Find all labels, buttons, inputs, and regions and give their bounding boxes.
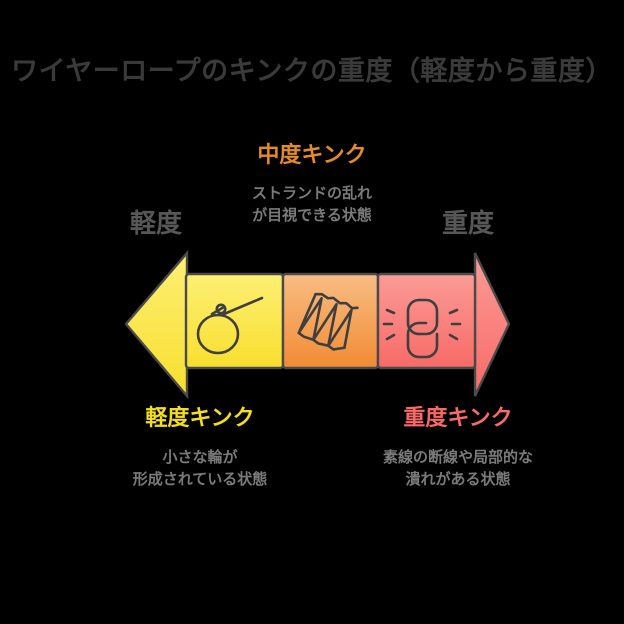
zigzag-strand-icon — [297, 292, 359, 351]
stage-title-mild: 軽度キンク — [145, 406, 255, 431]
stage-description-moderate-line2: が目視できる状態 — [252, 206, 372, 225]
broken-link-icon — [382, 298, 462, 359]
stage-description-mild-line1: 小さな輪が — [162, 448, 238, 467]
stage-box-moderate — [281, 272, 380, 370]
stage-box-mild — [184, 272, 285, 370]
stage-box-severe — [376, 272, 477, 370]
arrow-head-left — [124, 249, 189, 400]
stage-description-moderate: ストランドの乱れ が目視できる状態 — [212, 183, 412, 227]
stage-description-severe-line2: 潰れがある状態 — [405, 470, 511, 489]
stage-description-mild-line2: 形成されている状態 — [132, 470, 268, 489]
scale-left-end-label: 軽度 — [129, 209, 182, 239]
arrow-head-right — [473, 252, 511, 397]
stage-description-severe-line1: 素線の断線や局部的な — [382, 448, 533, 467]
rope-loop-icon — [196, 296, 264, 355]
page-title: ワイヤーロープのキンクの重度（軽度から重度） — [11, 56, 613, 87]
stage-title-moderate: 中度キンク — [257, 143, 367, 168]
stage-label-severe: 重度キンク 素線の断線や局部的な 潰れがある状態 — [348, 406, 568, 491]
stage-description-mild: 小さな輪が 形成されている状態 — [100, 447, 300, 491]
stage-label-mild: 軽度キンク 小さな輪が 形成されている状態 — [100, 406, 300, 491]
scale-right-end-label: 重度 — [441, 209, 494, 239]
stage-description-moderate-line1: ストランドの乱れ — [251, 184, 372, 203]
stage-title-severe: 重度キンク — [403, 406, 513, 431]
stage-label-moderate: 中度キンク ストランドの乱れ が目視できる状態 — [212, 143, 412, 227]
stage-description-severe: 素線の断線や局部的な 潰れがある状態 — [348, 447, 568, 491]
